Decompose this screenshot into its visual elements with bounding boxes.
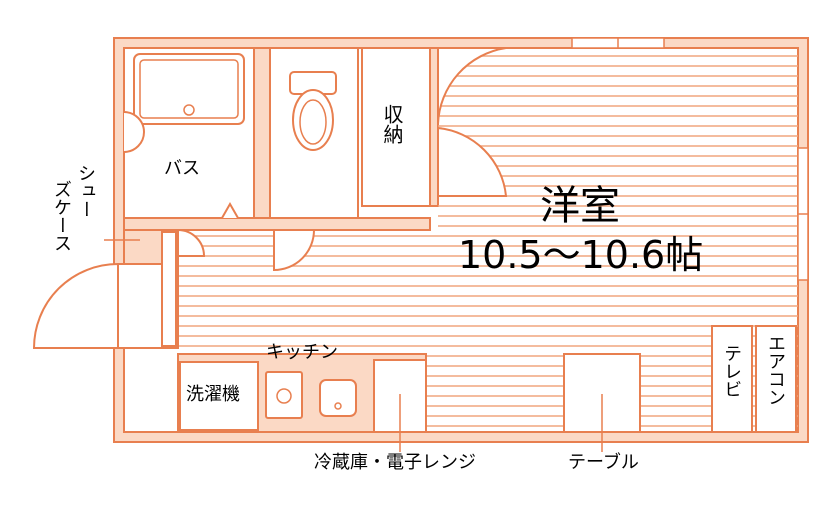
partition-wall bbox=[123, 217, 431, 231]
bathtub-inner bbox=[139, 59, 239, 119]
sink-drain-icon bbox=[334, 402, 342, 410]
sink bbox=[319, 379, 357, 417]
kitchen-label: キッチン bbox=[266, 342, 338, 363]
table-label: テーブル bbox=[568, 452, 639, 473]
drain-icon bbox=[183, 104, 195, 116]
room-name: 洋室 bbox=[540, 183, 620, 229]
toilet-door-swing bbox=[273, 229, 316, 272]
closet-door-swing bbox=[437, 47, 507, 125]
bathtub bbox=[133, 53, 245, 125]
bath-door bbox=[221, 201, 239, 219]
burner-icon bbox=[276, 388, 292, 404]
storage-closet bbox=[361, 47, 431, 207]
shoe-case-label-line2: ズケース bbox=[51, 180, 72, 252]
tv-box bbox=[711, 325, 753, 433]
shoe-case-label-line1: シュー bbox=[75, 164, 96, 218]
stove-left bbox=[265, 371, 303, 419]
tv-label: テレビ bbox=[721, 344, 742, 398]
bath-label: バス bbox=[164, 158, 200, 179]
shoe-case-shelf bbox=[161, 231, 177, 347]
aircon-box bbox=[755, 325, 797, 433]
toilet-seat bbox=[299, 99, 327, 145]
storage-label: 収納 bbox=[380, 104, 404, 144]
washer-label: 洗濯機 bbox=[186, 384, 240, 405]
entrance-door-swing bbox=[32, 262, 119, 349]
fridge-microwave-label: 冷蔵庫・電子レンジ bbox=[314, 452, 476, 473]
shoe-case-door-swing bbox=[177, 228, 206, 257]
room-size: 10.5～10.6帖 bbox=[458, 233, 704, 277]
partition-wall bbox=[253, 47, 271, 219]
bath-sink bbox=[123, 111, 146, 153]
partition-wall bbox=[429, 47, 439, 207]
closet-door-swing-lower bbox=[437, 126, 508, 197]
washer-box bbox=[179, 361, 259, 431]
toilet-bowl bbox=[292, 89, 334, 151]
aircon-label: エアコン bbox=[765, 334, 786, 406]
